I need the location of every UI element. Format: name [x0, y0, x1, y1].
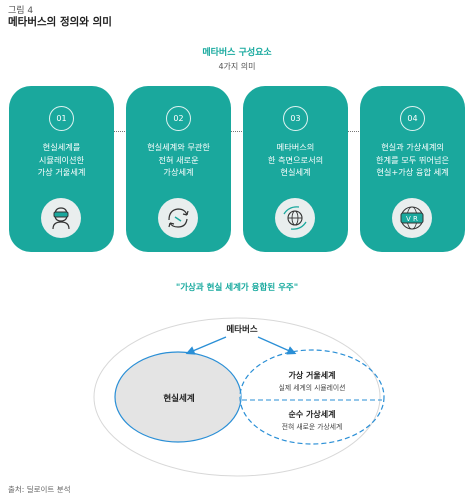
card-text: 현실과 가상세계의 한계를 모두 뛰어넘은 현실+가상 융합 세계 [376, 142, 449, 177]
mirror-world-title: 가상 거울세계 [288, 371, 336, 380]
component-card-1: 01 현실세계를 시뮬레이션한 가상 거울세계 [9, 86, 114, 252]
real-world-label: 현실세계 [163, 394, 195, 404]
component-card-4: 04 현실과 가상세계의 한계를 모두 뛰어넘은 현실+가상 융합 세계 V R [360, 86, 465, 252]
figure-label: 그림 4 [8, 6, 34, 16]
pure-virtual-title: 순수 가상세계 [288, 410, 336, 419]
card-text: 현실세계를 시뮬레이션한 가상 거울세계 [37, 142, 86, 177]
svg-text:R: R [413, 215, 418, 223]
card-number: 04 [400, 106, 425, 131]
venn-quote: "가상과 현실 세계가 융합된 우주" [175, 283, 299, 293]
virtual-world-ellipse [239, 349, 385, 445]
connector-dots [114, 131, 127, 132]
pure-virtual-sub: 전혀 새로운 가상세계 [281, 423, 343, 431]
vr-headset-person-icon [41, 198, 81, 238]
metaverse-label: 메타버스 [226, 325, 258, 335]
arrow-to-real [185, 336, 227, 355]
figure-title: 메타버스의 정의와 의미 [8, 16, 112, 28]
connector-dots [231, 131, 244, 132]
card-number: 03 [283, 106, 308, 131]
components-title: 메타버스 구성요소 [202, 48, 272, 58]
source-note: 출처: 딜로이트 분석 [8, 485, 71, 494]
globe-arrows-icon [275, 198, 315, 238]
circular-arrows-icon [158, 198, 198, 238]
mirror-world-sub: 실제 세계의 시뮬레이션 [278, 384, 346, 392]
card-text: 메타버스의 한 측면으로서의 현실세계 [267, 142, 324, 177]
component-card-2: 02 현실세계와 무관한 전혀 새로운 가상세계 [126, 86, 231, 252]
connector-dots [348, 131, 361, 132]
vr-goggles-globe-icon: V R [392, 198, 432, 238]
component-card-3: 03 메타버스의 한 측면으로서의 현실세계 [243, 86, 348, 252]
card-number: 02 [166, 106, 191, 131]
card-text: 현실세계와 무관한 전혀 새로운 가상세계 [147, 142, 210, 177]
arrow-to-virtual [257, 336, 297, 355]
svg-text:V: V [406, 215, 411, 223]
card-number: 01 [49, 106, 74, 131]
component-cards: 01 현실세계를 시뮬레이션한 가상 거울세계 02 현실세계와 무관한 전혀 … [9, 86, 465, 252]
components-subtitle: 4가지 의미 [218, 62, 256, 71]
